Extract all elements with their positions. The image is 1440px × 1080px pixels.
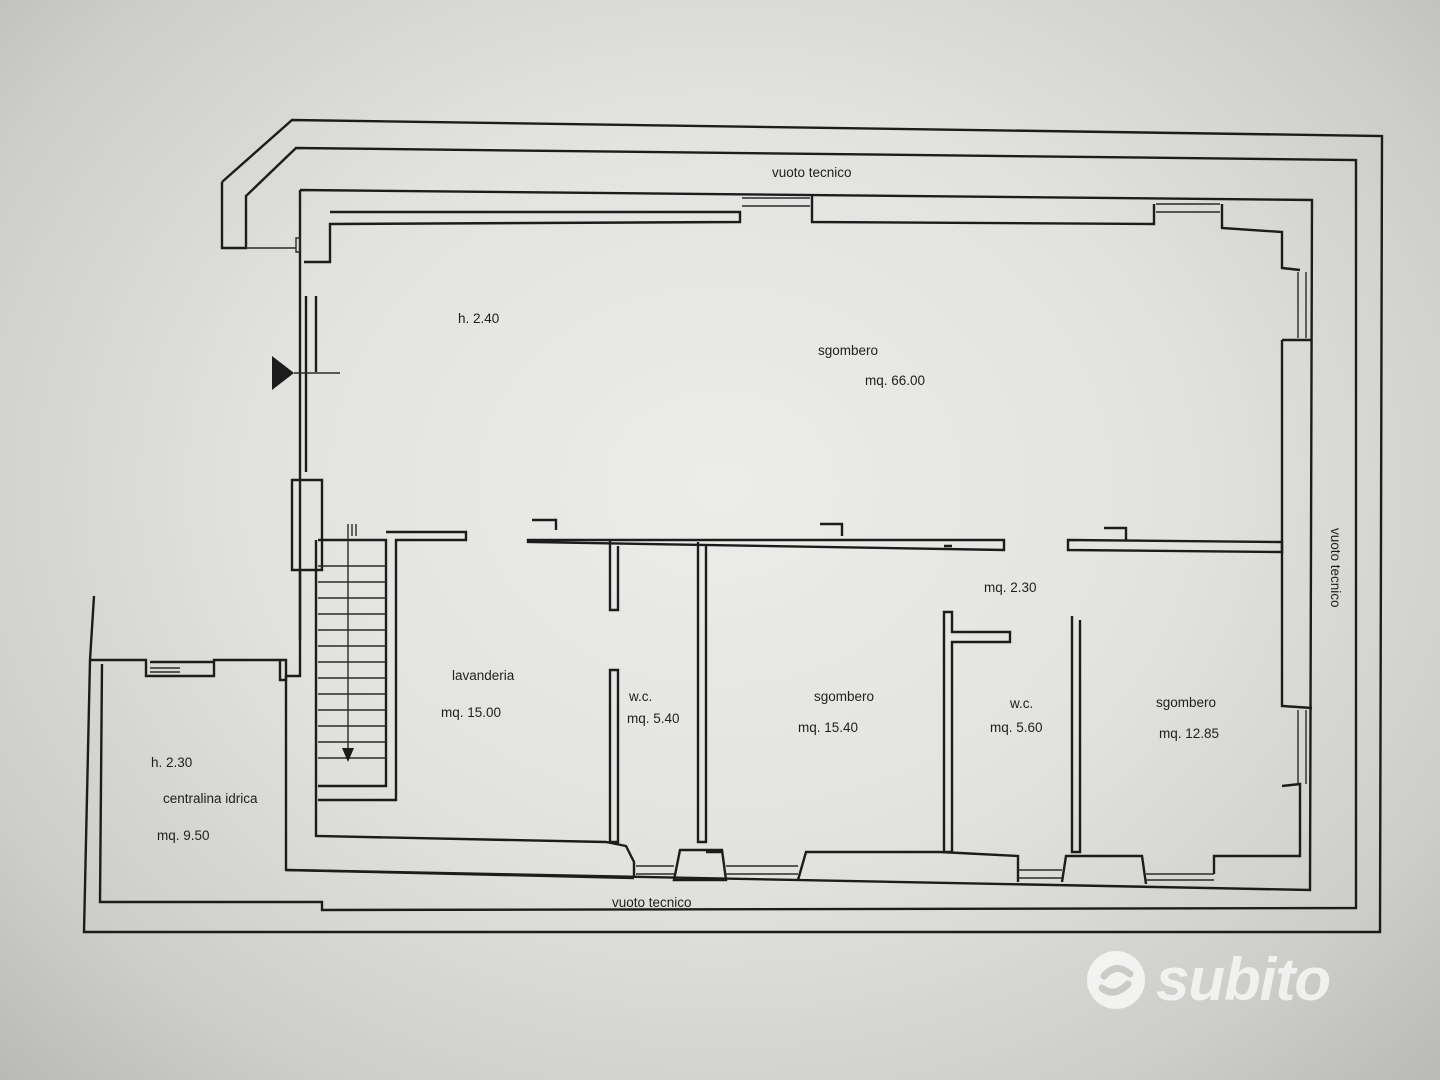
subito-logo-icon xyxy=(1087,951,1145,1009)
window-bottom-2 xyxy=(726,865,798,875)
wc2-right-wall xyxy=(1070,616,1082,854)
bottom-wall-segments xyxy=(672,848,1148,885)
label-vuoto-top: vuoto tecnico xyxy=(772,165,852,180)
label-sgombero-mid: sgombero xyxy=(814,689,874,704)
partition-horizontal xyxy=(526,518,1284,554)
label-sgombero-mid-area: mq. 15.40 xyxy=(798,720,858,735)
window-bottom-1 xyxy=(636,865,674,875)
label-corridor-area: mq. 2.30 xyxy=(984,580,1037,595)
label-centralina: centralina idrica xyxy=(163,791,258,806)
label-wc2: w.c. xyxy=(1009,696,1033,711)
label-height-small: h. 2.30 xyxy=(151,755,192,770)
building-inner-wall xyxy=(304,196,1313,874)
label-vuoto-bottom: vuoto tecnico xyxy=(612,895,692,910)
wc1-right-wall xyxy=(696,542,708,844)
label-sgombero-right-area: mq. 12.85 xyxy=(1159,726,1219,741)
label-centralina-area: mq. 9.50 xyxy=(157,828,210,843)
window-top-2 xyxy=(1156,203,1220,213)
window-bottom-3 xyxy=(1018,869,1062,879)
outer-boundary xyxy=(82,118,1384,934)
centralina-walls xyxy=(90,658,288,682)
entrance-arrow-icon xyxy=(272,356,294,390)
label-sgombero-big: sgombero xyxy=(818,343,878,358)
window-top-1 xyxy=(742,197,810,207)
label-height-main: h. 2.40 xyxy=(458,311,499,326)
left-inner-wall xyxy=(285,296,636,880)
stair-down-arrow-icon xyxy=(342,748,354,762)
label-wc1: w.c. xyxy=(628,689,652,704)
wc1-left-wall xyxy=(608,540,620,844)
label-wc2-area: mq. 5.60 xyxy=(990,720,1043,735)
label-sgombero-right: sgombero xyxy=(1156,695,1216,710)
window-right-1 xyxy=(1297,272,1307,338)
window-right-2 xyxy=(1297,710,1307,784)
inner-boundary-of-vuoto xyxy=(98,146,1358,912)
corner-detail xyxy=(246,237,301,253)
window-bottom-4 xyxy=(1146,873,1214,881)
label-wc1-area: mq. 5.40 xyxy=(627,711,680,726)
label-lavanderia: lavanderia xyxy=(452,668,515,683)
centralina-window xyxy=(150,667,180,673)
label-lavanderia-area: mq. 15.00 xyxy=(441,705,501,720)
label-vuoto-side: vuoto tecnico xyxy=(1328,528,1343,608)
staircase xyxy=(318,524,468,802)
label-sgombero-big-area: mq. 66.00 xyxy=(865,373,925,388)
subito-watermark: subito xyxy=(1084,946,1331,1013)
subito-wordmark: subito xyxy=(1156,946,1331,1013)
